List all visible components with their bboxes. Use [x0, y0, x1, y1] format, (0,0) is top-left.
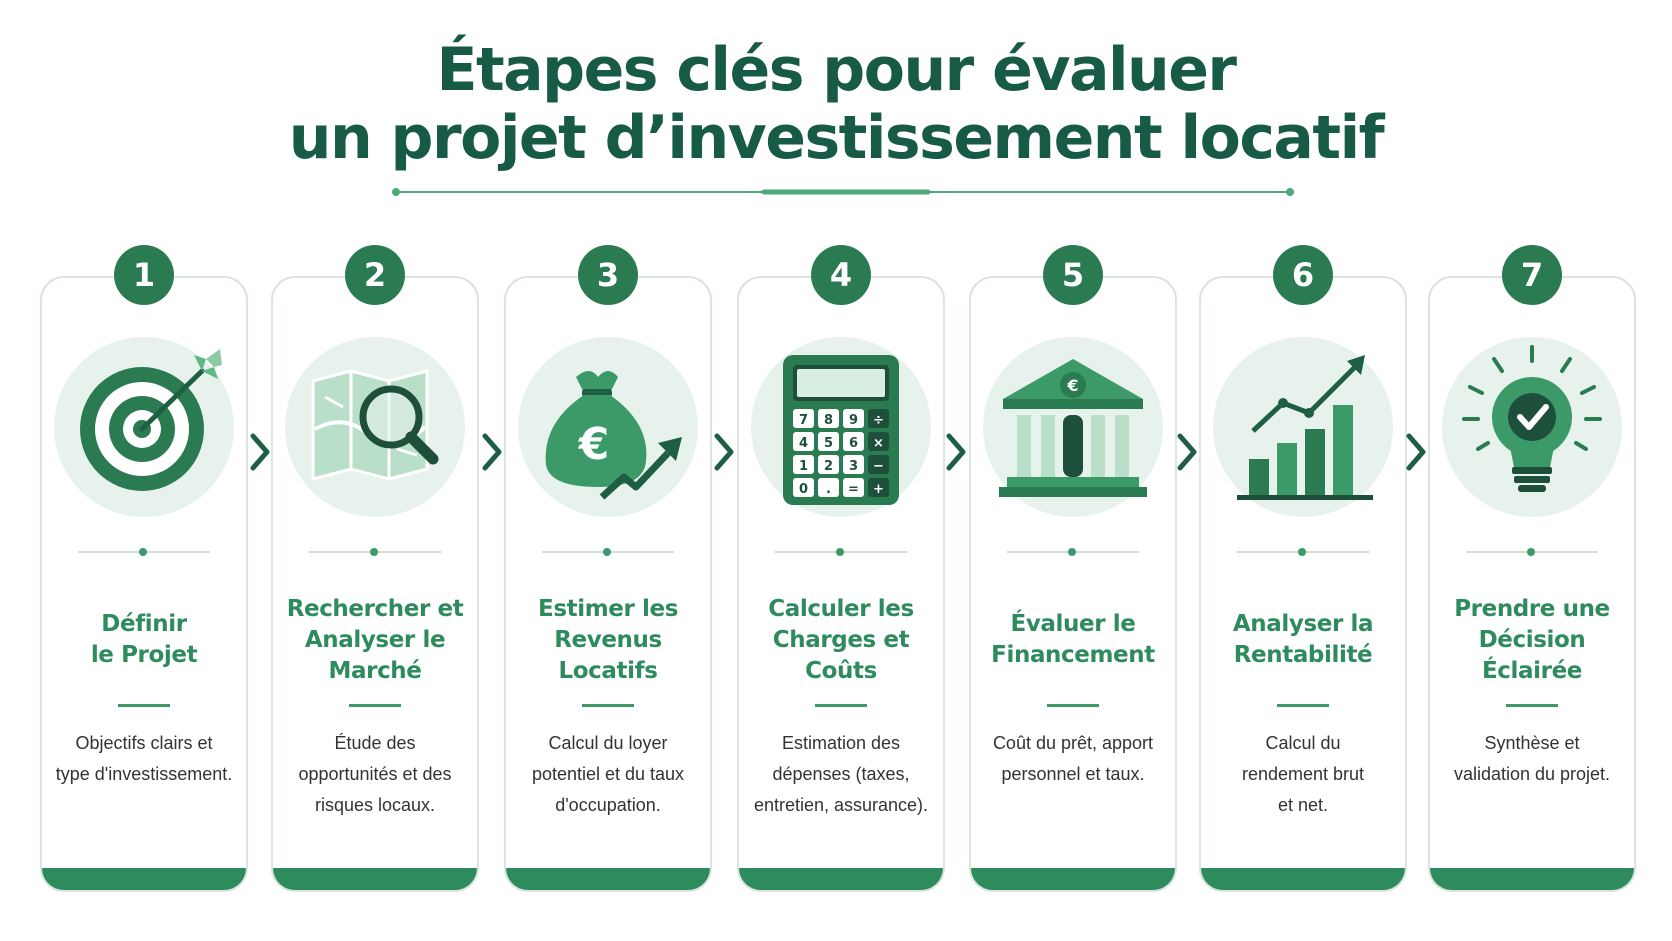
euro-symbol: €	[578, 419, 610, 470]
calculator-key-label: .	[826, 482, 831, 497]
growth-bar-chart-icon	[1213, 337, 1393, 517]
euro-symbol: €	[1066, 376, 1078, 395]
calculator-key	[818, 432, 839, 451]
step-title: Définir le Projet	[90, 611, 198, 668]
calculator-key-label: 8	[824, 413, 833, 428]
target-arrow-icon	[54, 337, 234, 517]
calculator-key	[843, 478, 864, 497]
card-footer-bar	[1430, 868, 1634, 890]
step-title: Estimer les Revenus Locatifs	[538, 595, 678, 684]
calculator-key-label: +	[873, 482, 884, 497]
step-description: Coût du prêt, apport personnel et taux.	[992, 733, 1154, 784]
card-divider	[775, 547, 907, 557]
calculator-key-label: ÷	[873, 413, 884, 428]
calculator-key-label: 5	[824, 436, 833, 451]
title-underline-rule	[582, 704, 634, 707]
page-title: Étapes clés pour évaluer un projet d’inv…	[0, 36, 1672, 172]
calculator-key-label: 9	[849, 413, 858, 428]
title-underline-rule	[349, 704, 401, 707]
step-number-badge: 4	[811, 245, 871, 305]
calculator-key-label: 0	[799, 482, 808, 497]
card-footer-bar	[506, 868, 710, 890]
calculator-key-label: 3	[849, 459, 858, 474]
title-underline-rule	[1506, 704, 1558, 707]
step-number-badge: 2	[345, 245, 405, 305]
calculator-key	[818, 409, 839, 428]
calculator-key	[818, 478, 839, 497]
step-title: Rechercher et Analyser le Marché	[286, 595, 464, 684]
step-description: Calcul du rendement brut et net.	[1241, 733, 1365, 815]
step-title: Évaluer le Financement	[991, 611, 1155, 668]
title-underline-rule	[1047, 704, 1099, 707]
step-number-badge: 7	[1502, 245, 1562, 305]
calculator-key-label: 6	[849, 436, 858, 451]
card-footer-bar	[971, 868, 1175, 890]
chevron-right-icon	[946, 433, 966, 471]
calculator-key	[843, 455, 864, 474]
calculator-key-label: =	[848, 482, 859, 497]
lightbulb-check-icon	[1442, 337, 1622, 517]
bank-euro-icon: €	[983, 337, 1163, 517]
title-line-1: Étapes clés pour évaluer	[436, 35, 1237, 105]
step-description: Estimation des dépenses (taxes, entretie…	[753, 733, 929, 815]
calculator-key-label: 1	[799, 459, 808, 474]
calculator-key	[793, 478, 814, 497]
title-underline-rule	[815, 704, 867, 707]
calculator-key	[793, 409, 814, 428]
calculator-key-label: ×	[873, 436, 884, 451]
calculator-key	[868, 455, 889, 474]
step-number-badge: 3	[578, 245, 638, 305]
card-divider	[78, 547, 210, 557]
title-underline	[392, 188, 1294, 196]
card-divider	[1007, 547, 1139, 557]
step-title: Calculer les Charges et Coûts	[768, 595, 914, 684]
chevron-right-icon	[1406, 433, 1426, 471]
title-underline-rule	[1277, 704, 1329, 707]
calculator-key	[843, 409, 864, 428]
step-title: Prendre une Décision Éclairée	[1454, 595, 1610, 684]
calculator-key-label: 2	[824, 459, 833, 474]
card-divider	[1237, 547, 1369, 557]
title-underline-rule	[118, 704, 170, 707]
calculator-icon: 7 8 9 ÷ 4 5 6 × 1 2 3− 0. = +	[751, 337, 931, 517]
calculator-key	[868, 478, 889, 497]
step-description: Synthèse et validation du projet.	[1453, 733, 1611, 784]
card-footer-bar	[42, 868, 246, 890]
card-footer-bar	[273, 868, 477, 890]
chevron-right-icon	[250, 433, 270, 471]
chevron-right-icon	[1177, 433, 1197, 471]
card-footer-bar	[739, 868, 943, 890]
step-description: Étude des opportunités et des risques lo…	[298, 733, 452, 815]
calculator-key-label: −	[873, 459, 884, 474]
calculator-key-label: 4	[799, 436, 808, 451]
card-footer-bar	[1201, 868, 1405, 890]
chevron-right-icon	[482, 433, 502, 471]
map-magnifier-icon	[285, 337, 465, 517]
card-divider	[542, 547, 674, 557]
title-line-2: un projet d’investissement locatif	[288, 103, 1385, 173]
step-number-badge: 5	[1043, 245, 1103, 305]
step-description: Objectifs clairs et type d'investissemen…	[55, 733, 233, 784]
step-number-badge: 1	[114, 245, 174, 305]
card-divider	[1466, 547, 1598, 557]
calculator-key-label: 7	[799, 413, 808, 428]
money-bag-euro-icon: €	[518, 337, 698, 517]
calculator-key	[843, 432, 864, 451]
calculator-key	[793, 432, 814, 451]
step-number-badge: 6	[1273, 245, 1333, 305]
chevron-right-icon	[714, 433, 734, 471]
calculator-key	[793, 455, 814, 474]
calculator-key	[868, 409, 889, 428]
calculator-key	[868, 432, 889, 451]
calculator-key	[818, 455, 839, 474]
step-title: Analyser la Rentabilité	[1232, 611, 1374, 668]
step-description: Calcul du loyer potentiel et du taux d'o…	[531, 733, 685, 815]
card-divider	[309, 547, 441, 557]
